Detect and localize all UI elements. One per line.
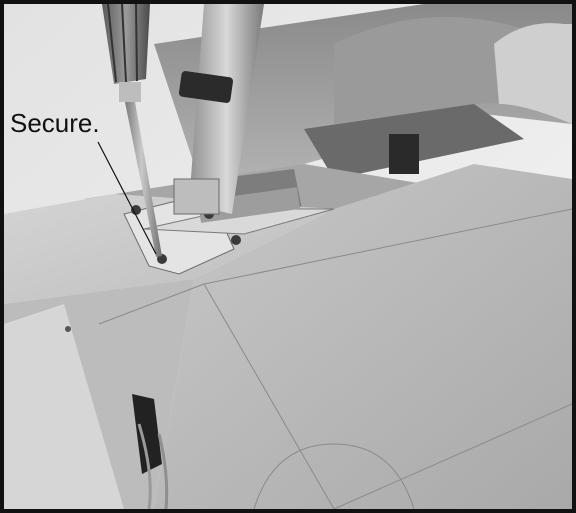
assembly-photo [4, 4, 572, 509]
secure-callout-label: Secure. [10, 108, 100, 138]
